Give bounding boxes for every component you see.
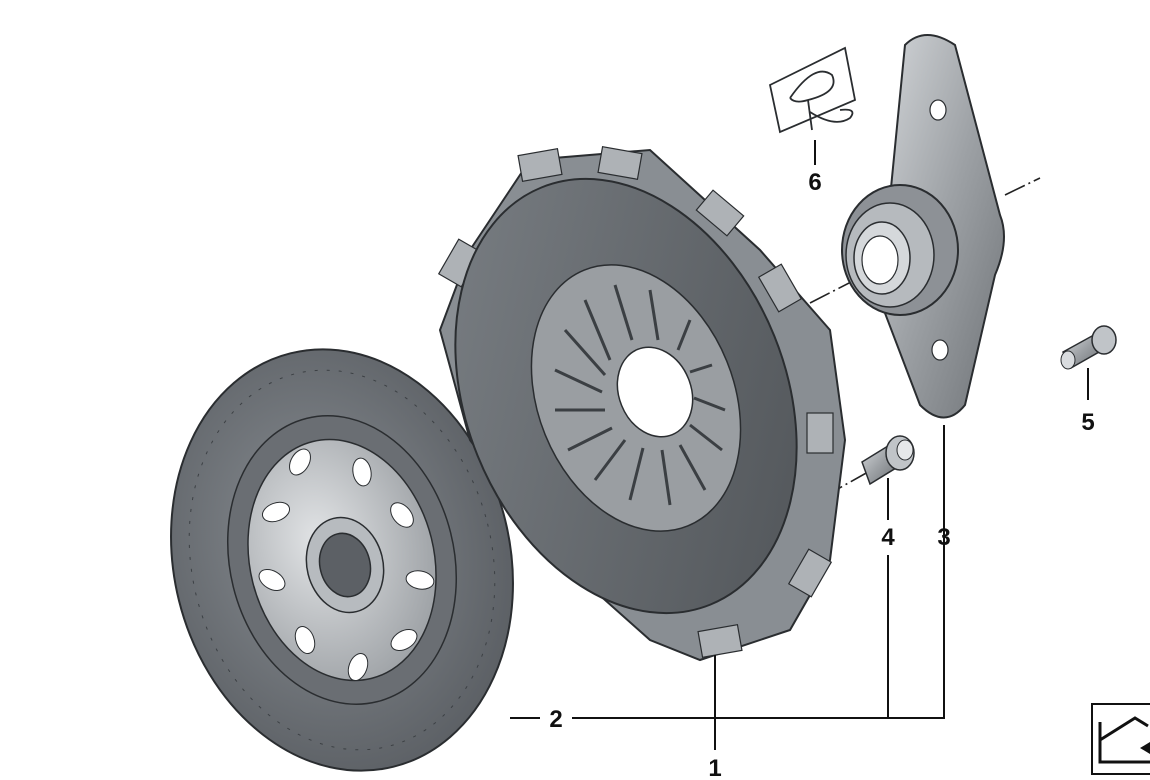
spring-clip-icon xyxy=(768,46,857,134)
pin-icon xyxy=(1060,325,1117,370)
clutch-disc-icon xyxy=(170,348,514,772)
callout-2: 2 xyxy=(549,706,562,733)
release-bearing-icon xyxy=(841,34,1005,419)
callout-5: 5 xyxy=(1081,409,1094,436)
callout-3: 3 xyxy=(937,524,950,551)
callout-1: 1 xyxy=(708,755,721,780)
callout-6: 6 xyxy=(808,169,821,196)
center-axis-line-far xyxy=(1004,177,1041,196)
clutch-pressure-plate-icon xyxy=(437,146,847,662)
reference-stamp-icon xyxy=(1091,703,1150,775)
callout-4: 4 xyxy=(881,524,895,551)
leader-lines xyxy=(510,140,1089,750)
bolt-icon xyxy=(861,435,915,486)
